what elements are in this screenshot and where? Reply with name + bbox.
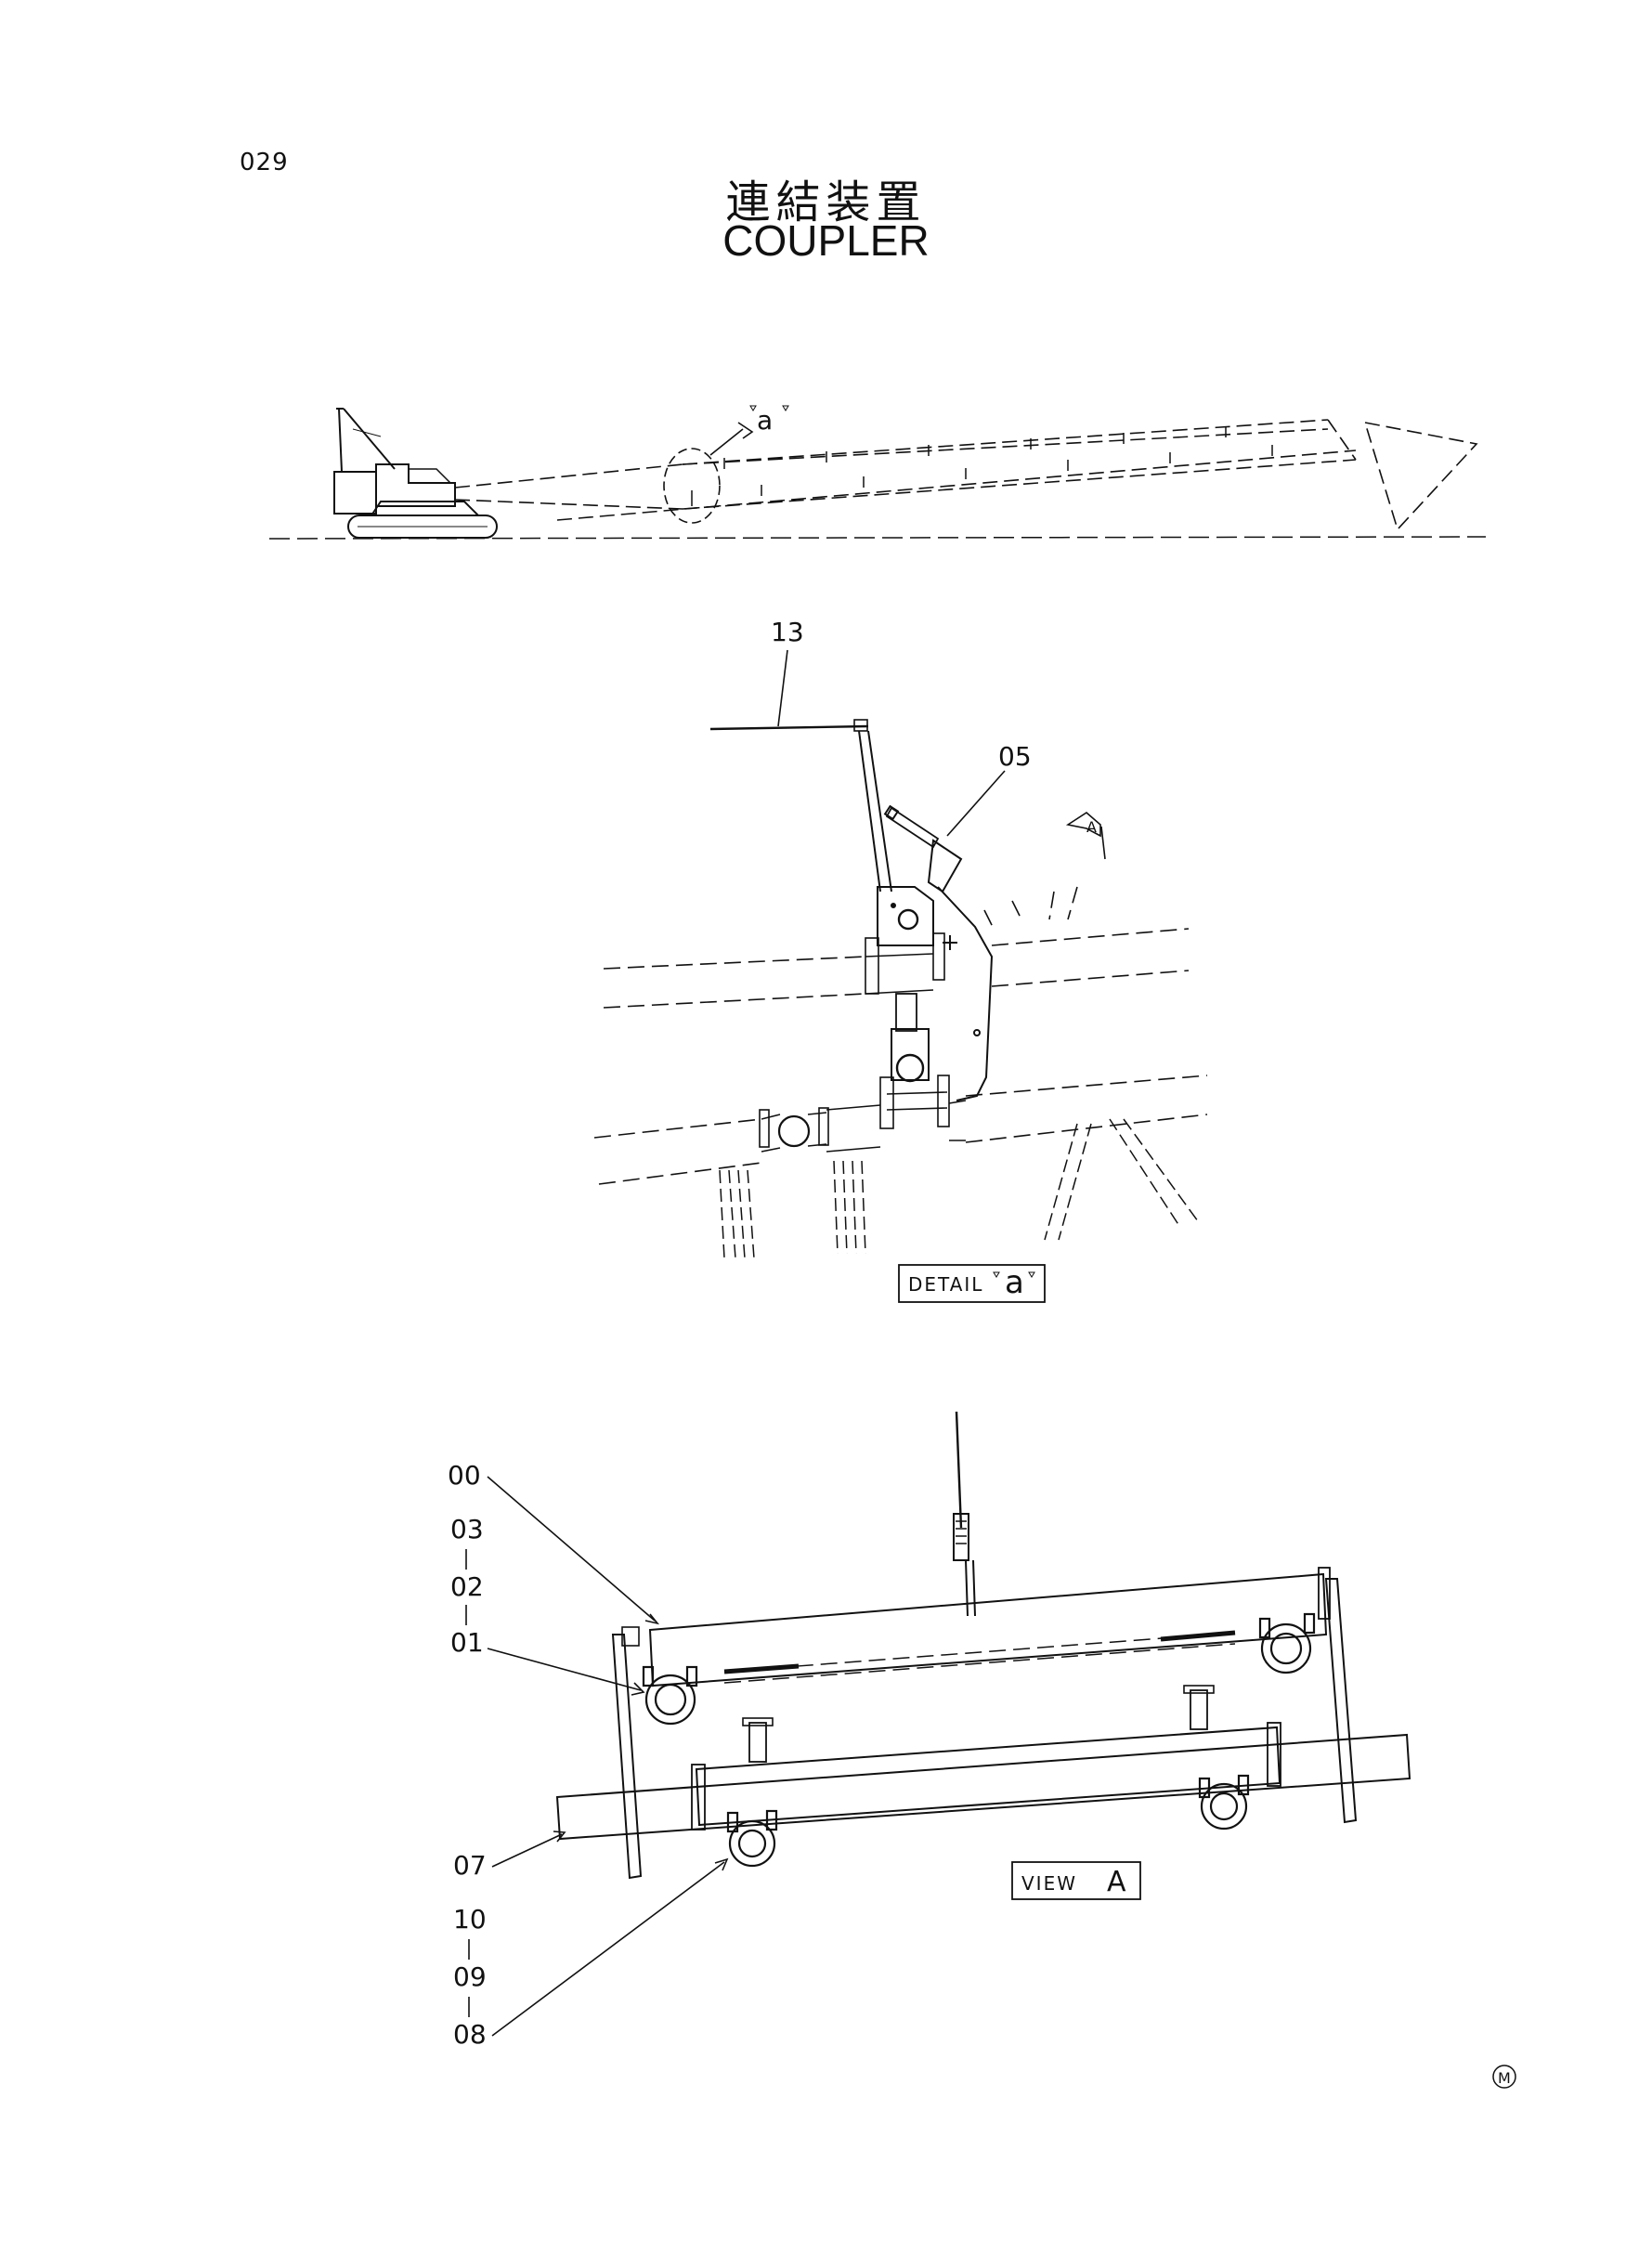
u-bolt-upper-left — [642, 1665, 698, 1726]
callout-05: 05 — [998, 741, 1032, 772]
callout-13: 13 — [771, 617, 804, 647]
title-english: COUPLER — [722, 216, 930, 265]
detail-a-drawing: 13 05 — [593, 617, 1208, 1303]
callout-03: 03 — [450, 1514, 484, 1544]
view-a-label-box — [1011, 1861, 1141, 1900]
callout-07: 07 — [453, 1850, 487, 1881]
callout-08: 08 — [453, 2019, 487, 2050]
u-bolt-upper-right — [1258, 1612, 1316, 1674]
callout-00: 00 — [448, 1460, 481, 1491]
u-bolt-lower-right — [1198, 1774, 1250, 1831]
view-a-drawing: 00 03 02 01 07 10 09 08 — [448, 1411, 1411, 2050]
detail-label-ref: a — [1005, 1264, 1024, 1301]
detail-a-label-box — [898, 1264, 1046, 1303]
callout-09: 09 — [453, 1961, 487, 1992]
crawler-machine — [333, 408, 498, 539]
detail-a-marker: a — [757, 405, 773, 436]
view-label-ref: A — [1107, 1866, 1126, 1898]
manufacturer-mark — [1492, 2065, 1516, 2089]
boom-segment-ticks — [691, 426, 1273, 506]
callout-10: 10 — [453, 1904, 487, 1935]
detail-label-prefix: DETAIL — [908, 1273, 983, 1296]
view-label-prefix: VIEW — [1021, 1872, 1077, 1895]
page-number: 029 — [240, 149, 289, 176]
overview-drawing: a — [268, 405, 1487, 540]
callout-01: 01 — [450, 1627, 484, 1658]
manufacturer-mark-letter: M — [1498, 2069, 1511, 2087]
u-bolt-lower-left — [726, 1809, 778, 1868]
title-japanese: 連結装置 — [725, 176, 927, 228]
detail-a-circle — [663, 448, 721, 524]
callout-02: 02 — [450, 1571, 484, 1602]
boom-outline — [454, 419, 1478, 531]
view-a-arrow-label: A — [1086, 818, 1097, 836]
